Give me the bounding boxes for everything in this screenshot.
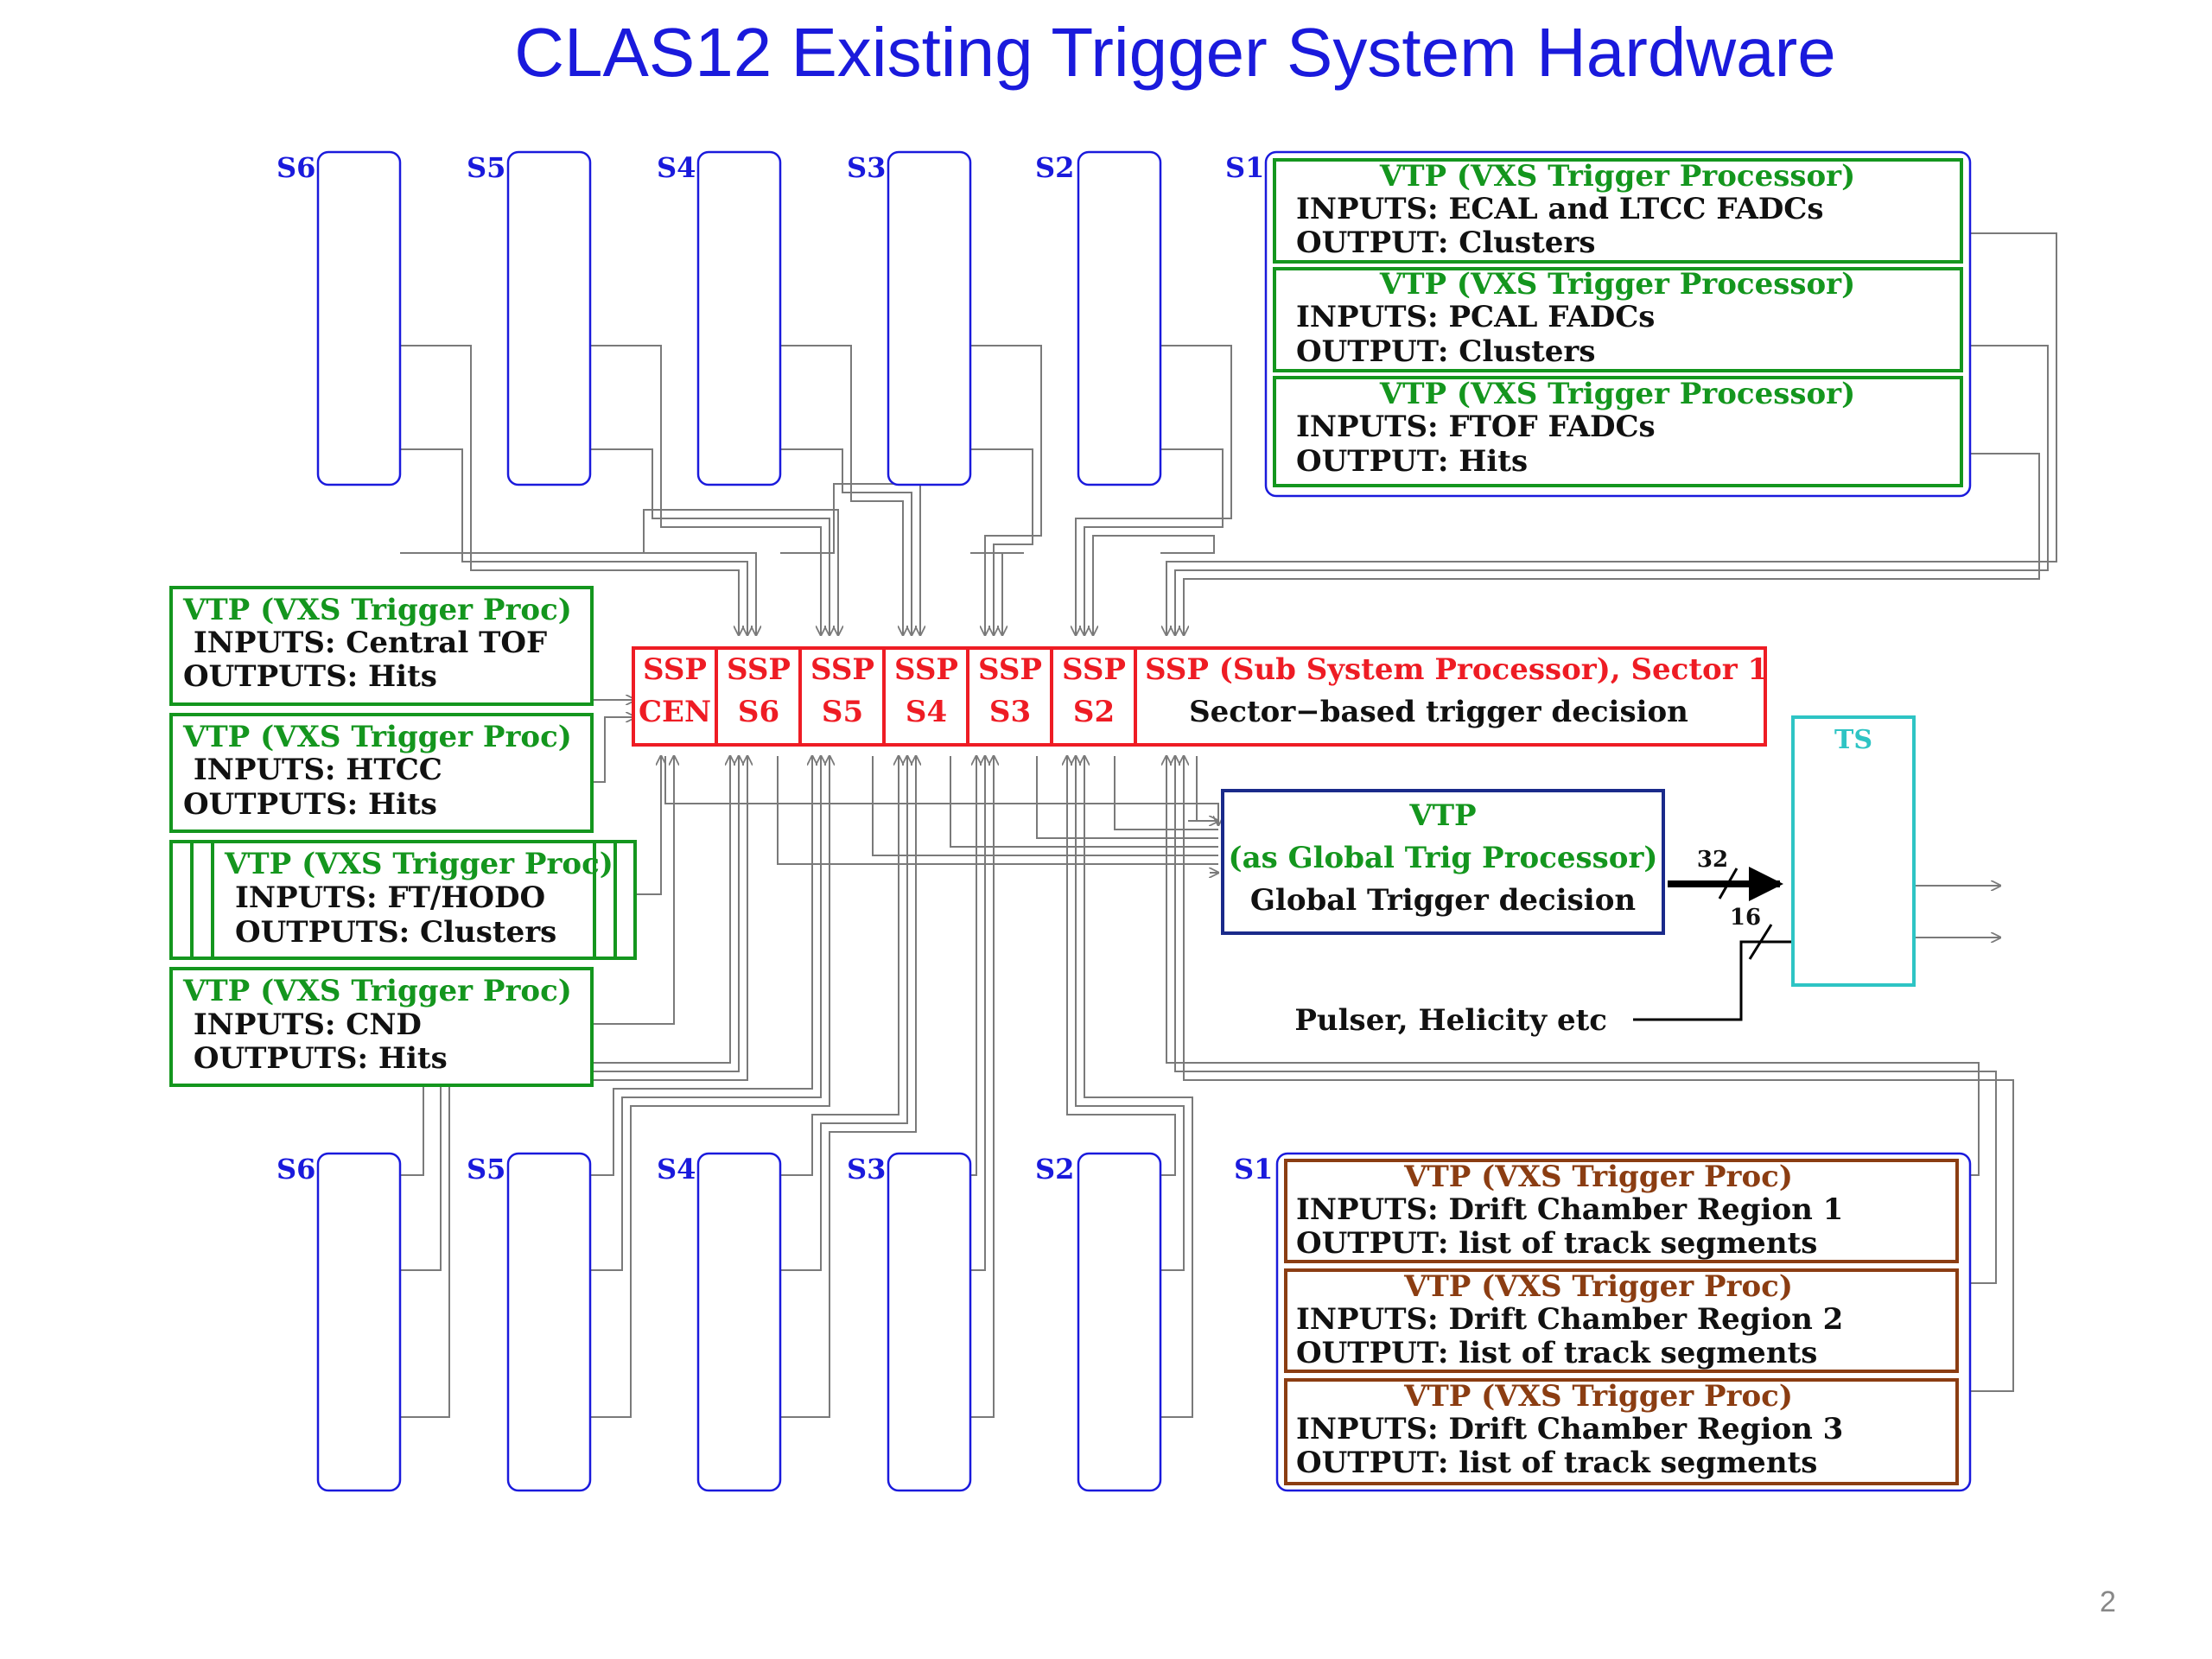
crate-bottom-label: S2 <box>1035 1153 1074 1185</box>
vtp-box-ft-hodo <box>169 840 637 960</box>
vtp-output: OUTPUT: list of track segments <box>1296 1446 1817 1480</box>
ssp-s5-bottom: S5 <box>822 695 863 729</box>
vtp-title: VTP (VXS Trigger Proc) <box>224 847 613 881</box>
crate-top-label: S3 <box>847 151 886 184</box>
ssp-s6-bottom: S6 <box>738 695 779 729</box>
vtp-inputs: INPUTS: Drift Chamber Region 2 <box>1296 1302 1843 1337</box>
crate-bottom-label: S1 <box>1234 1153 1273 1185</box>
crate-top-s6 <box>316 150 402 486</box>
crate-top-label: S5 <box>467 151 505 184</box>
vtp-box-pcal <box>1273 267 1963 372</box>
global-vtp-line3: Global Trigger decision <box>1250 883 1636 918</box>
bus-16-label: 16 <box>1730 905 1761 931</box>
vtp-output: OUTPUT: list of track segments <box>1296 1336 1817 1370</box>
vtp-title: VTP (VXS Trigger Processor) <box>1379 159 1855 194</box>
vtp-box-ctof <box>169 586 594 706</box>
ssp-s5-top: SSP <box>810 652 874 687</box>
vtp-inputs: INPUTS: FT/HODO <box>235 880 545 915</box>
crate-top-s4 <box>696 150 782 486</box>
crate-bottom-label: S5 <box>467 1153 505 1185</box>
vtp-title: VTP (VXS Trigger Processor) <box>1379 377 1855 411</box>
ssp-s3-top: SSP <box>978 652 1042 687</box>
crate-top-label: S1 <box>1225 151 1264 184</box>
ts-box <box>1791 715 1916 987</box>
crate-bottom-label: S6 <box>276 1153 315 1185</box>
crate-bottom-s5 <box>506 1152 592 1492</box>
ssp-s4-top: SSP <box>894 652 958 687</box>
vtp-output: OUTPUTS: Hits <box>183 787 437 822</box>
vtp-box-dc-r2 <box>1284 1268 1959 1373</box>
vtp-inputs: INPUTS: Central TOF <box>183 626 547 660</box>
ssp-row: SSP CEN SSP S6 SSP S5 SSP S4 SSP S3 SSP … <box>632 646 1768 747</box>
page-title: CLAS12 Existing Trigger System Hardware <box>514 14 1836 91</box>
ssp-sector1-title: SSP (Sub System Processor), Sector 1 <box>1145 652 1768 687</box>
vtp-box-ftof <box>1273 376 1963 487</box>
crate-bottom-s6 <box>316 1152 402 1492</box>
vtp-title: VTP (VXS Trigger Proc) <box>182 593 572 627</box>
vtp-title: VTP (VXS Trigger Proc) <box>182 974 572 1008</box>
vtp-title: VTP (VXS Trigger Proc) <box>1403 1269 1793 1304</box>
crate-bottom-s3 <box>887 1152 972 1492</box>
crate-bottom-s2 <box>1077 1152 1162 1492</box>
global-vtp-line1: VTP <box>1408 798 1476 833</box>
vtp-box-dc-r1 <box>1284 1159 1959 1263</box>
vtp-output: OUTPUTS: Hits <box>183 1041 448 1076</box>
pulser-label: Pulser, Helicity etc <box>1294 1003 1607 1038</box>
top-vtp-group: VTP (VXS Trigger Processor) INPUTS: ECAL… <box>1273 158 1963 487</box>
vtp-box-htcc <box>169 713 594 833</box>
global-vtp-box <box>1221 789 1665 935</box>
vtp-box-dc-r3 <box>1284 1378 1959 1485</box>
vtp-output: OUTPUTS: Hits <box>183 659 437 694</box>
vtp-box-ecal <box>1273 158 1963 264</box>
left-vtp-group: VTP (VXS Trigger Proc) INPUTS: Central T… <box>169 586 637 1087</box>
crate-top-s2 <box>1077 150 1162 486</box>
vtp-output: OUTPUT: Clusters <box>1296 226 1596 260</box>
ssp-cen-top: SSP <box>643 652 707 687</box>
ts-label: TS <box>1834 725 1872 755</box>
vtp-box-cnd <box>169 967 594 1087</box>
vtp-inputs: INPUTS: CND <box>183 1007 422 1042</box>
ssp-s6-top: SSP <box>727 652 791 687</box>
vtp-inputs: INPUTS: Drift Chamber Region 1 <box>1296 1192 1843 1227</box>
crate-top-label: S4 <box>657 151 696 184</box>
bus-32-label: 32 <box>1697 847 1728 873</box>
crate-bottom-s4 <box>696 1152 782 1492</box>
crate-top-label: S2 <box>1035 151 1074 184</box>
pulser-bus: 16 Pulser, Helicity etc <box>1294 905 1791 1038</box>
bus-32: 32 <box>1668 847 1783 901</box>
vtp-output: OUTPUT: list of track segments <box>1296 1226 1817 1261</box>
ssp-s3-bottom: S3 <box>989 695 1031 729</box>
vtp-title: VTP (VXS Trigger Processor) <box>1379 267 1855 302</box>
crate-bottom-label: S4 <box>657 1153 696 1185</box>
vtp-inputs: INPUTS: ECAL and LTCC FADCs <box>1296 192 1824 226</box>
vtp-inputs: INPUTS: HTCC <box>183 753 442 787</box>
vtp-inputs: INPUTS: Drift Chamber Region 3 <box>1296 1412 1843 1446</box>
vtp-title: VTP (VXS Trigger Proc) <box>1403 1160 1793 1194</box>
vtp-output: OUTPUTS: Clusters <box>235 915 556 950</box>
crate-top-label: S6 <box>276 151 315 184</box>
crate-top-s5 <box>506 150 592 486</box>
vtp-output: OUTPUT: Hits <box>1296 444 1528 479</box>
ts-block: TS <box>1791 715 1916 987</box>
ssp-s2-top: SSP <box>1062 652 1126 687</box>
wiring <box>400 232 2057 1418</box>
page-number: 2 <box>2100 1586 2116 1618</box>
global-vtp: VTP (as Global Trig Processor) Global Tr… <box>1221 789 1665 935</box>
dc-vtp-group: VTP (VXS Trigger Proc) INPUTS: Drift Cha… <box>1284 1159 1959 1485</box>
vtp-title: VTP (VXS Trigger Proc) <box>1403 1379 1793 1414</box>
vtp-inputs: INPUTS: PCAL FADCs <box>1296 300 1655 334</box>
ssp-s4-bottom: S4 <box>906 695 947 729</box>
vtp-inputs: INPUTS: FTOF FADCs <box>1296 410 1656 444</box>
ssp-frame <box>632 646 1767 747</box>
crate-top-s3 <box>887 150 972 486</box>
vtp-title: VTP (VXS Trigger Proc) <box>182 720 572 754</box>
vtp-output: OUTPUT: Clusters <box>1296 334 1596 369</box>
global-vtp-line2: (as Global Trig Processor) <box>1228 841 1657 875</box>
ssp-cen-bottom: CEN <box>639 695 711 729</box>
ssp-s2-bottom: S2 <box>1073 695 1115 729</box>
crate-bottom-label: S3 <box>847 1153 886 1185</box>
ssp-sector1-desc: Sector−based trigger decision <box>1189 695 1688 729</box>
